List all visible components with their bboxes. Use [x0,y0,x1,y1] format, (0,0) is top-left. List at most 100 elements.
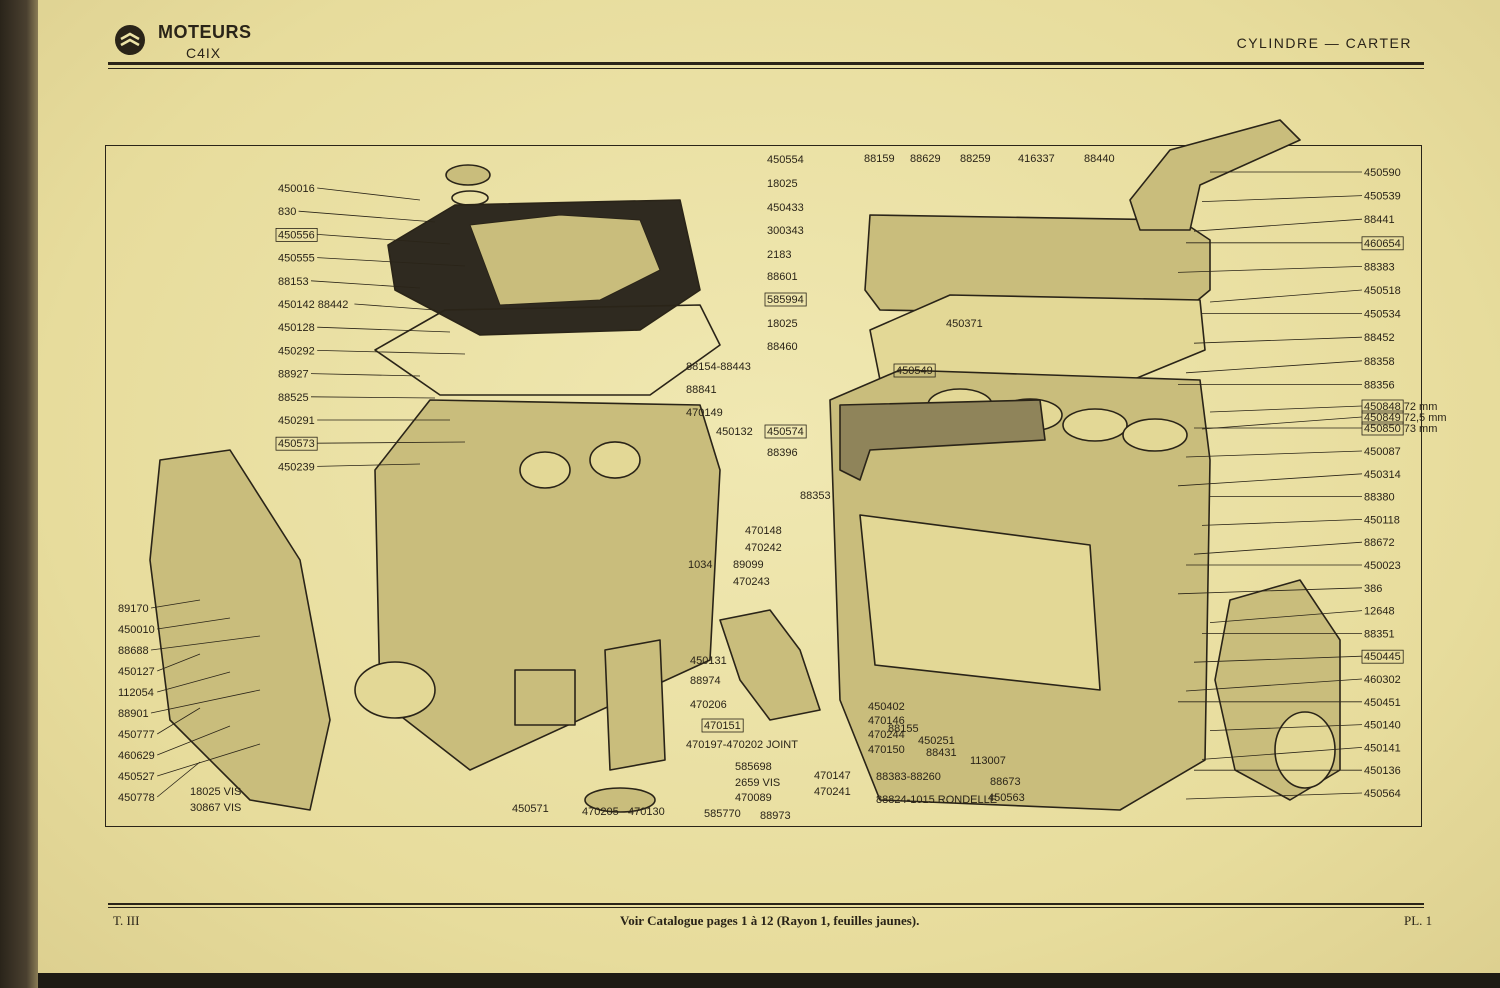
rocker-cover-highlight [469,214,661,306]
part-callout: 470146 [868,715,905,727]
outlet-elbow [1129,119,1301,231]
part-callout: 450539 [1364,191,1401,203]
leader-line [317,234,451,245]
part-callout: 89099 [733,559,764,571]
footer-rule-thick [108,903,1424,905]
part-callout: 88440 [1084,153,1115,165]
part-callout: 386 [1364,583,1382,595]
part-callout: 88383-88260 [876,771,941,783]
part-callout: 88358 [1364,356,1395,368]
footer-rule-thin [108,907,1424,908]
part-callout: 18025 VIS [190,786,241,798]
leader-line [1193,218,1363,232]
part-callout: 88901 [118,708,149,720]
part-callout: 450141 [1364,742,1401,754]
callout-box [1361,410,1404,425]
part-callout: 470205 [582,806,619,818]
leader-line [1201,519,1363,526]
part-callout: 450402 [868,701,905,713]
cover-gasket [374,304,721,396]
part-callout: 450023 [1364,560,1401,572]
catalogue-page [38,0,1500,973]
leader-line [1201,416,1363,430]
part-callout: 450010 [118,624,155,636]
part-callout: 450518 [1364,285,1401,297]
part-callout: 470147 [814,770,851,782]
leader-line [1185,792,1363,800]
part-callout: 460302 [1364,674,1401,686]
part-callout: 450127 [118,666,155,678]
leader-line [157,653,201,672]
part-callout: 470148 [745,525,782,537]
part-callout: 450239 [278,461,315,473]
leader-line [1185,678,1363,692]
leader-line [1193,336,1363,344]
header-rule-thin [108,68,1424,69]
diagram-frame [105,145,1422,827]
part-callout: 450016 [278,183,315,195]
leader-line [157,617,231,630]
bearing-housing [354,661,436,719]
leader-line [150,689,261,714]
callout-box [764,292,807,307]
part-callout: 450131 [690,655,727,667]
leader-line [310,280,421,289]
leader-line [1185,360,1363,374]
leader-line [150,599,201,609]
leader-line [1193,541,1363,555]
leader-line [317,326,451,333]
part-callout: 88351 [1364,628,1395,640]
part-callout: 450292 [278,345,315,357]
part-callout: 18025 [767,318,798,330]
part-callout: 470241 [814,786,851,798]
part-callout: 450451 [1364,697,1401,709]
fuel-pump-plate [514,669,576,726]
part-callout: 88672 [1364,537,1395,549]
part-callout: 450128 [278,322,315,334]
part-callout: 89170 [118,603,149,615]
part-callout: 450590 [1364,167,1401,179]
water-pump [719,609,821,721]
part-callout: 450087 [1364,446,1401,458]
engine-model: C4IX [186,45,222,61]
leader-line [1177,473,1363,487]
part-callout: 88973 [760,810,791,822]
part-callout: 30867 VIS [190,802,241,814]
part-callout: 450563 [988,792,1025,804]
part-callout: 2659 VIS [735,777,780,789]
part-callout: 88441 [1364,214,1395,226]
callout-box [275,436,318,451]
leader-line [317,350,466,355]
part-callout: 450251 [918,735,955,747]
leader-line [1201,195,1363,202]
oil-filter [604,639,666,771]
timing-cover-seal [1274,711,1336,789]
page-reference: T. III [113,913,140,928]
part-callout: 450555 [278,253,315,265]
leader-line [1209,610,1363,623]
part-callout: 88601 [767,271,798,283]
callout-leader-lines [150,171,1404,800]
part-callout: 88927 [278,369,309,381]
leader-line [1201,747,1363,760]
part-callout: 88396 [767,447,798,459]
part-callout: 88159 [864,153,895,165]
part-callout: 88452 [1364,332,1395,344]
part-callout: 470242 [745,542,782,554]
crankcase-bore-2 [589,441,641,479]
part-callout: 88629 [910,153,941,165]
part-callout: 88824-1015 RONDELLE [876,794,997,806]
leader-line [156,761,201,798]
part-callout: 460629 [118,750,155,762]
leader-line [1185,450,1363,458]
page-title: MOTEURS [158,22,252,42]
part-callout: 450848 72 mm [1364,401,1437,413]
part-callout: 450549 [896,365,933,377]
part-callout: 585698 [735,761,772,773]
part-callout: 470197-470202 JOINT [686,739,798,751]
part-callout: 300343 [767,225,804,237]
part-callout: 585770 [704,808,741,820]
part-callout: 88155 [888,723,919,735]
